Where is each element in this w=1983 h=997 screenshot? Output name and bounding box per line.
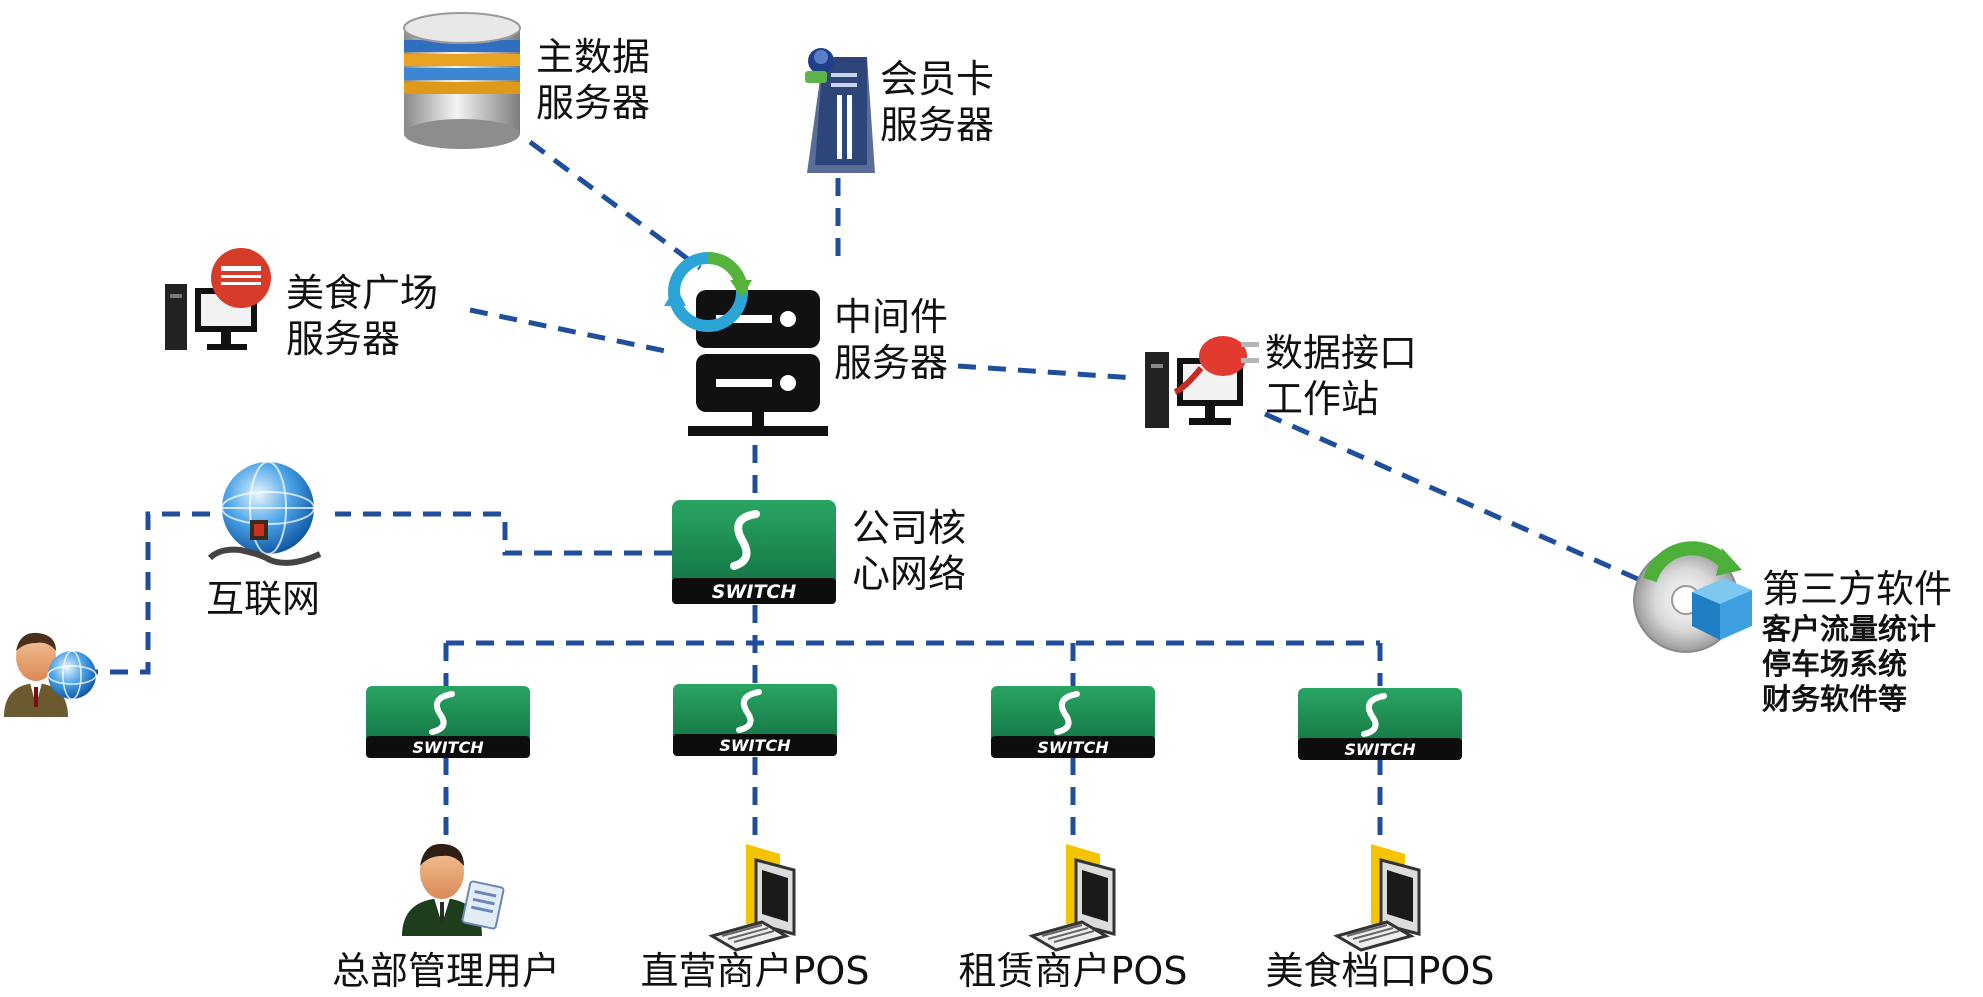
third-party-item: 财务软件等 [1762, 682, 1908, 716]
third-party-item: 客户流量统计 [1762, 612, 1937, 646]
pos-computer-icon [1028, 844, 1116, 952]
third-party-label: 第三方软件 客户流量统计 停车场系统 财务软件等 [1762, 566, 1952, 717]
access-switch-3-label: SWITCH [1037, 738, 1109, 757]
workstation-plug-icon [1145, 336, 1259, 428]
member-card-label-line2: 服务器 [880, 103, 995, 147]
core-switch: SWITCH [672, 500, 836, 604]
food-court-label-line1: 美食广场 [286, 271, 439, 315]
user-globe-icon [4, 632, 97, 717]
core-switch-text-line1: 公司核 [852, 506, 967, 550]
client-label-1: 总部管理用户 [331, 949, 560, 993]
client-label-4: 美食档口POS [1265, 949, 1495, 993]
food-court-label: 美食广场 服务器 [286, 270, 438, 362]
database-icon [403, 12, 521, 149]
access-switch-1-label: SWITCH [412, 738, 484, 757]
main-db-label-line1: 主数据 [536, 35, 651, 79]
data-interface-label-line2: 工作站 [1265, 377, 1380, 421]
access-switch-4-label: SWITCH [1344, 740, 1416, 759]
main-db-label-line2: 服务器 [536, 81, 651, 125]
middleware-label-line1: 中间件 [834, 295, 949, 339]
rack-server-icon [664, 252, 828, 436]
core-switch-text: 公司核 心网络 [852, 505, 966, 597]
member-card-label-line1: 会员卡 [880, 57, 995, 101]
third-party-item: 停车场系统 [1762, 647, 1908, 681]
data-interface-label-line1: 数据接口 [1265, 331, 1418, 375]
middleware-label: 中间件 服务器 [834, 294, 948, 386]
access-switch-3: SWITCH [991, 686, 1155, 758]
core-switch-text-line2: 心网络 [852, 552, 967, 596]
pos-computer-icon [1333, 844, 1421, 952]
access-switch-4: SWITCH [1298, 688, 1462, 760]
access-switch-1: SWITCH [366, 686, 530, 758]
client-label-2: 直营商户POS [640, 949, 870, 993]
link-datainterface-thirdparty [1263, 411, 1642, 583]
links [95, 139, 1642, 840]
tower-server-icon [805, 48, 875, 173]
access-switch-2: SWITCH [673, 684, 837, 756]
main-db-label: 主数据 服务器 [536, 34, 650, 126]
manager-user-icon [402, 843, 505, 936]
core-switch-label: SWITCH [712, 581, 797, 603]
globe-icon [207, 461, 322, 566]
link-internet-remoteuser [95, 511, 210, 675]
link-coreswitch-internet [335, 511, 672, 556]
link-foodcourt-middleware [469, 307, 671, 355]
third-party-title: 第三方软件 [1762, 567, 1953, 611]
member-card-label: 会员卡 服务器 [880, 56, 994, 148]
data-interface-label: 数据接口 工作站 [1265, 330, 1417, 422]
link-middleware-datainterface [957, 363, 1136, 381]
link-maindb-middleware [528, 139, 702, 271]
access-switch-2-label: SWITCH [719, 736, 791, 755]
middleware-label-line2: 服务器 [834, 341, 949, 385]
pos-computer-icon [708, 844, 796, 952]
internet-label: 互联网 [206, 577, 321, 621]
software-disc-icon [1633, 541, 1752, 653]
food-court-label-line2: 服务器 [286, 317, 401, 361]
workstation-food-icon [165, 248, 271, 350]
client-label-3: 租赁商户POS [958, 949, 1188, 993]
